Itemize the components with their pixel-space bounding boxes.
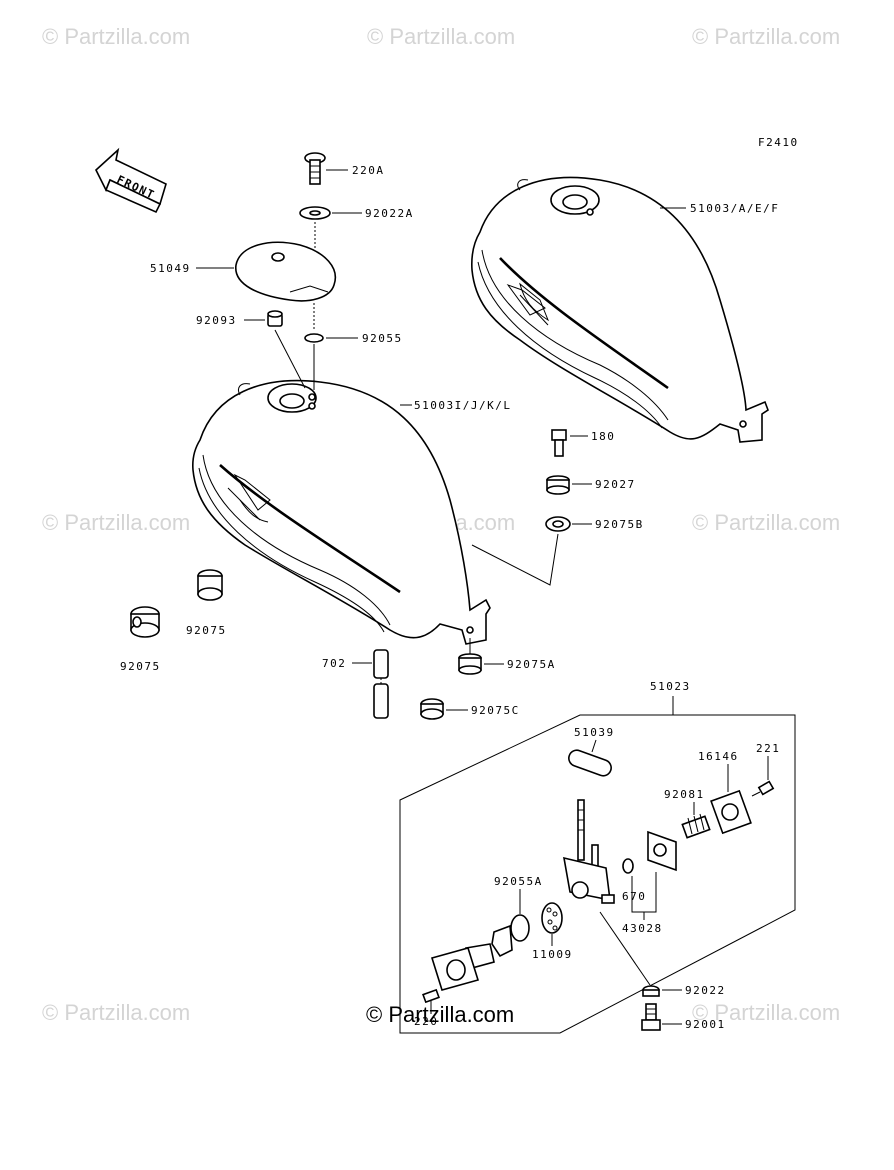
part-92027: 92027 [546,475,636,495]
part-92075A: 92075A [458,638,556,675]
watermark: © Partzilla.com [692,510,840,535]
part-92022A: 92022A [299,206,414,250]
label-220: 220 [414,1015,438,1028]
label-92027: 92027 [595,478,636,491]
label-92075-left: 92075 [120,660,161,673]
part-92075-mid: 92075 [186,569,227,637]
part-92075-left: 92075 [120,606,161,673]
label-51039: 51039 [574,726,615,739]
label-43028: 43028 [622,922,663,935]
front-arrow: FRONT [95,147,167,214]
fuel-tank-left [192,379,491,645]
label-220A: 220A [352,164,385,177]
label-16146: 16146 [698,750,739,763]
watermark: © Partzilla.com [367,24,515,49]
watermark: © Partzilla.com [692,24,840,49]
label-92081: 92081 [664,788,705,801]
label-221: 221 [756,742,780,755]
part-92022: 92022 [642,984,726,997]
label-51049: 51049 [150,262,191,275]
label-702: 702 [322,657,346,670]
watermark: © Partzilla.com [42,1000,190,1025]
watermark: © Partzilla.com [42,510,190,535]
label-92022A: 92022A [365,207,414,220]
part-92075C: 92075C [420,698,520,720]
label-51003IJKL: 51003I/J/K/L [414,399,511,412]
part-92093: 92093 [196,310,306,389]
fuel-cock-assembly: 51023 51039 16146 221 92081 670 [399,680,796,1034]
label-92022: 92022 [685,984,726,997]
label-92093: 92093 [196,314,237,327]
label-180: 180 [591,430,615,443]
figure-code: F2410 [758,136,799,149]
label-92055: 92055 [362,332,403,345]
part-92001: 92001 [641,1003,726,1031]
label-92001: 92001 [685,1018,726,1031]
label-92075B: 92075B [595,518,644,531]
label-11009: 11009 [532,948,573,961]
part-92075B: 92075B [471,516,644,586]
part-180: 180 [551,429,615,457]
label-670: 670 [622,890,646,903]
watermark: © Partzilla.com [692,1000,840,1025]
label-51003AEF: 51003/A/E/F [690,202,779,215]
watermark: © Partzilla.com [42,24,190,49]
copyright: © Partzilla.com [366,1002,514,1027]
label-92075-mid: 92075 [186,624,227,637]
label-92055A: 92055A [494,875,543,888]
part-92055: 92055 [304,303,403,390]
label-51023: 51023 [650,680,691,693]
label-92075A: 92075A [507,658,556,671]
part-220A: 220A [304,152,385,185]
fuel-tank-right [471,176,769,443]
part-51049: 51049 [150,241,337,302]
part-702: 702 [322,649,389,719]
label-92075C: 92075C [471,704,520,717]
